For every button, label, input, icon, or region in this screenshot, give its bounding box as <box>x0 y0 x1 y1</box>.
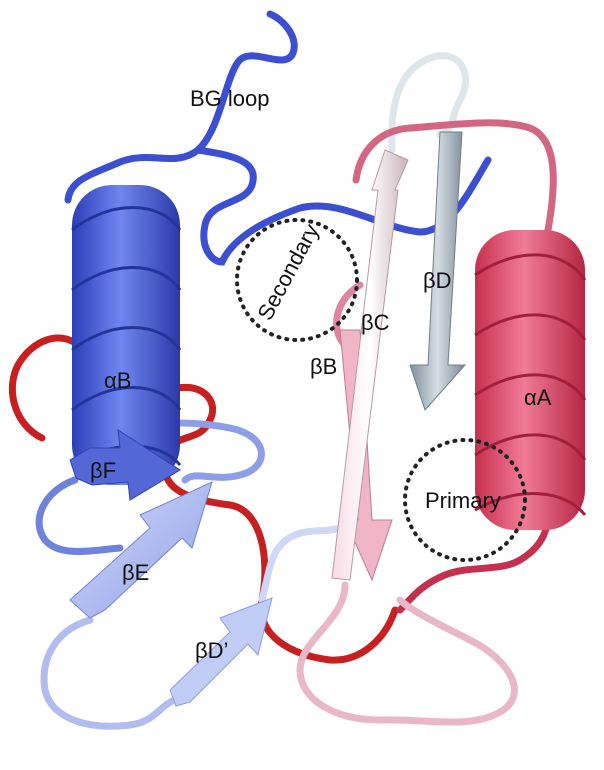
alpha-a-label: αA <box>524 385 552 410</box>
beta-b-label: βB <box>310 354 337 379</box>
beta-d-prime-label: βD’ <box>195 638 228 663</box>
white-top-loop <box>388 52 469 154</box>
beta-d-strand <box>409 131 467 411</box>
secondary-site-circle <box>235 218 359 342</box>
red-loop-middle <box>160 383 399 664</box>
primary-label: Primary <box>425 488 501 513</box>
beta-c-strand <box>331 149 409 581</box>
beta-d-prime-strand <box>169 597 273 707</box>
beta-e-strand <box>69 481 213 619</box>
beta-e-label: βE <box>122 560 149 585</box>
beta-c-label: βC <box>361 310 390 335</box>
beta-f-label: βF <box>90 458 116 483</box>
pink-bottom-loop <box>296 581 518 726</box>
light-blue-loop-bottom <box>40 616 179 730</box>
red-loop-left <box>8 334 82 442</box>
beta-d-label: βD <box>423 268 452 293</box>
alpha-b-label: αB <box>104 368 131 393</box>
primary-site-circle <box>403 438 527 562</box>
pink-top-loop <box>352 119 557 234</box>
bg-loop-label: BG loop <box>190 86 270 111</box>
alpha-b-helix <box>71 185 182 485</box>
bg-loop-tube-2 <box>194 146 492 266</box>
beta-f-strand <box>69 429 181 501</box>
secondary-label: Secondary <box>252 220 323 325</box>
light-blue-loop-e <box>35 476 124 555</box>
alpha-a-helix <box>474 230 587 530</box>
bg-loop-tube <box>64 10 298 204</box>
